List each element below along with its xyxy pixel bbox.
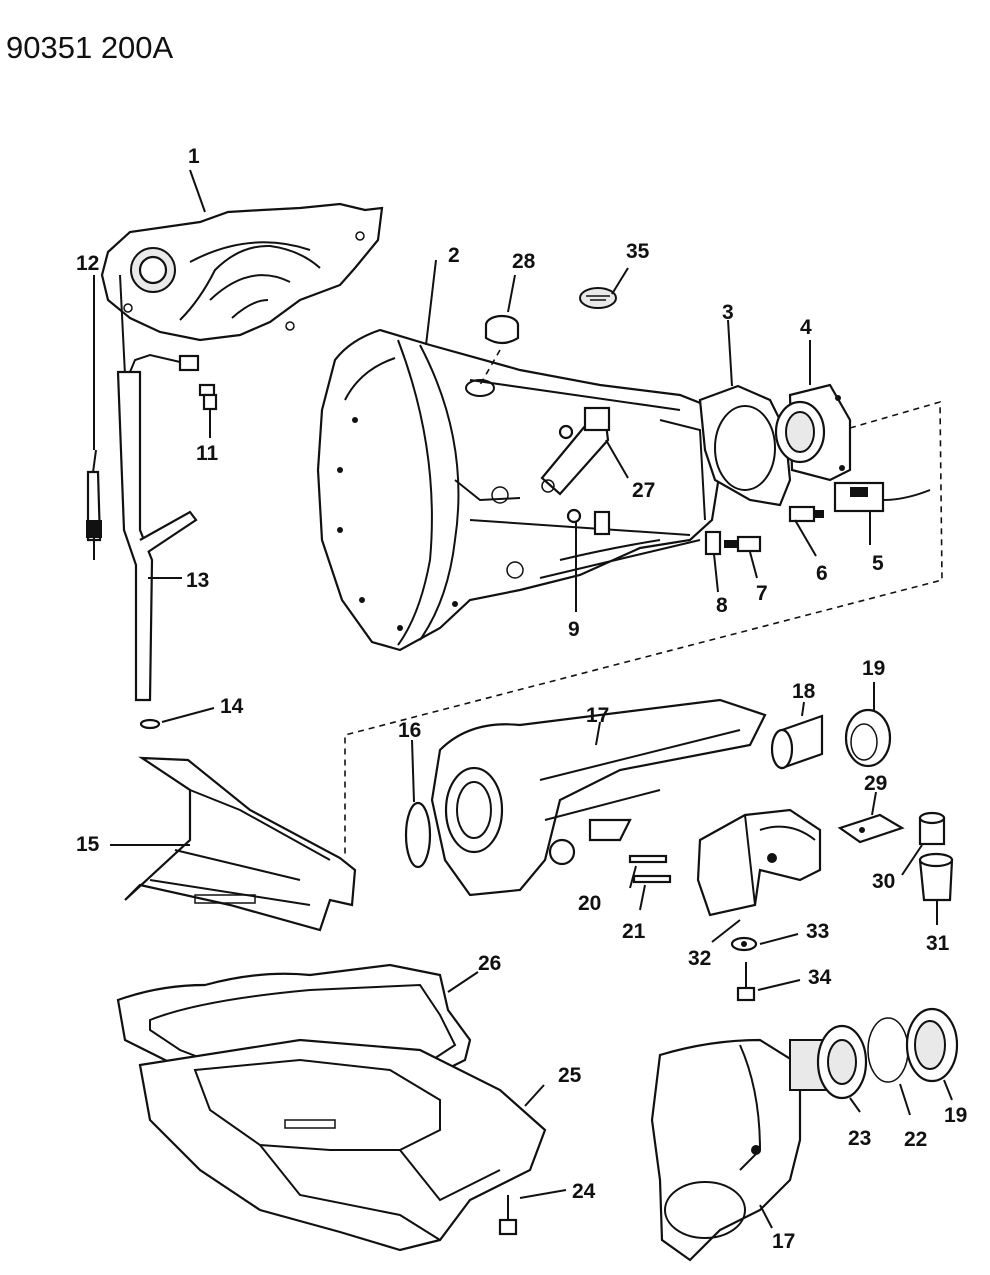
callout-7: 7	[756, 582, 768, 605]
part-19-seal-lower	[905, 1007, 959, 1101]
part-30-spacer	[901, 811, 946, 876]
callout-19-lower: 19	[944, 1104, 967, 1127]
callout-21: 21	[622, 920, 646, 943]
part-17-extension-housing	[430, 698, 767, 897]
part-35-plug	[579, 267, 629, 309]
part-24-bolt	[498, 1189, 567, 1236]
callout-6: 6	[816, 562, 828, 585]
part-9-fitting	[566, 508, 582, 612]
callout-32: 32	[688, 947, 711, 970]
callout-15: 15	[76, 833, 100, 856]
part-32-mount	[696, 808, 822, 943]
callout-23: 23	[848, 1127, 871, 1150]
part-29-bracket	[837, 791, 905, 844]
part-31-insulator	[918, 852, 954, 925]
part-28-plug	[479, 274, 520, 386]
part-21-pin	[632, 874, 672, 911]
callout-27: 27	[632, 479, 655, 502]
callout-19: 19	[862, 657, 885, 680]
callout-26: 26	[478, 952, 501, 975]
callout-labels: 1 2 3 4 5 6 7 8 9 11 12 13 14 15 16 17 1…	[76, 145, 967, 1253]
callout-34: 34	[808, 966, 832, 989]
part-13-filler-tube	[116, 353, 200, 702]
part-6-switch	[788, 505, 824, 557]
callout-9: 9	[568, 618, 580, 641]
callout-17-lower: 17	[772, 1230, 795, 1253]
part-5-solenoid	[833, 481, 931, 545]
callout-20: 20	[578, 892, 601, 915]
part-18-bushing	[770, 701, 824, 770]
part-23-bearing	[789, 1024, 868, 1113]
part-11-bolt	[198, 383, 218, 438]
callout-30: 30	[872, 870, 895, 893]
callout-18: 18	[792, 680, 816, 703]
callout-4: 4	[800, 316, 812, 339]
callout-29: 29	[864, 772, 887, 795]
part-12-dipstick	[86, 274, 126, 560]
part-19-seal-upper	[844, 682, 892, 768]
part-27-shift-lever	[540, 406, 629, 496]
callout-24: 24	[572, 1180, 596, 1203]
part-1-cover-plate	[100, 169, 384, 342]
part-20-pin	[628, 854, 668, 889]
callout-12: 12	[76, 252, 99, 275]
callout-8: 8	[716, 594, 728, 617]
part-4-adapter-housing	[774, 340, 852, 482]
part-25-oil-pan	[138, 1038, 547, 1252]
callout-5: 5	[872, 552, 884, 575]
part-34-bolt	[736, 962, 801, 1002]
callout-22: 22	[904, 1128, 927, 1151]
part-7-switch	[724, 535, 762, 579]
part-15-skid-plate	[110, 756, 357, 932]
callout-1: 1	[188, 145, 200, 168]
callout-13: 13	[186, 569, 209, 592]
callout-25: 25	[558, 1064, 582, 1087]
callout-2: 2	[448, 244, 460, 267]
callout-31: 31	[926, 932, 950, 955]
callout-11: 11	[196, 442, 219, 465]
callout-33: 33	[806, 920, 829, 943]
callout-17: 17	[586, 704, 609, 727]
part-14-o-ring	[139, 707, 215, 730]
callout-28: 28	[512, 250, 536, 273]
callout-35: 35	[626, 240, 650, 263]
diagram-id: 90351 200A	[6, 30, 174, 65]
part-8-fitting	[704, 530, 722, 593]
callout-14: 14	[220, 695, 244, 718]
callout-3: 3	[722, 301, 734, 324]
part-33-nut	[730, 933, 799, 952]
part-3-gasket	[698, 319, 792, 507]
part-17-extension-housing-lower	[650, 1038, 802, 1262]
part-22-snap-ring	[867, 1017, 911, 1116]
part-2-transmission-case	[316, 259, 722, 652]
exploded-view-frame	[344, 400, 943, 855]
callout-16: 16	[398, 719, 421, 742]
part-16-seal-ring	[404, 739, 432, 869]
